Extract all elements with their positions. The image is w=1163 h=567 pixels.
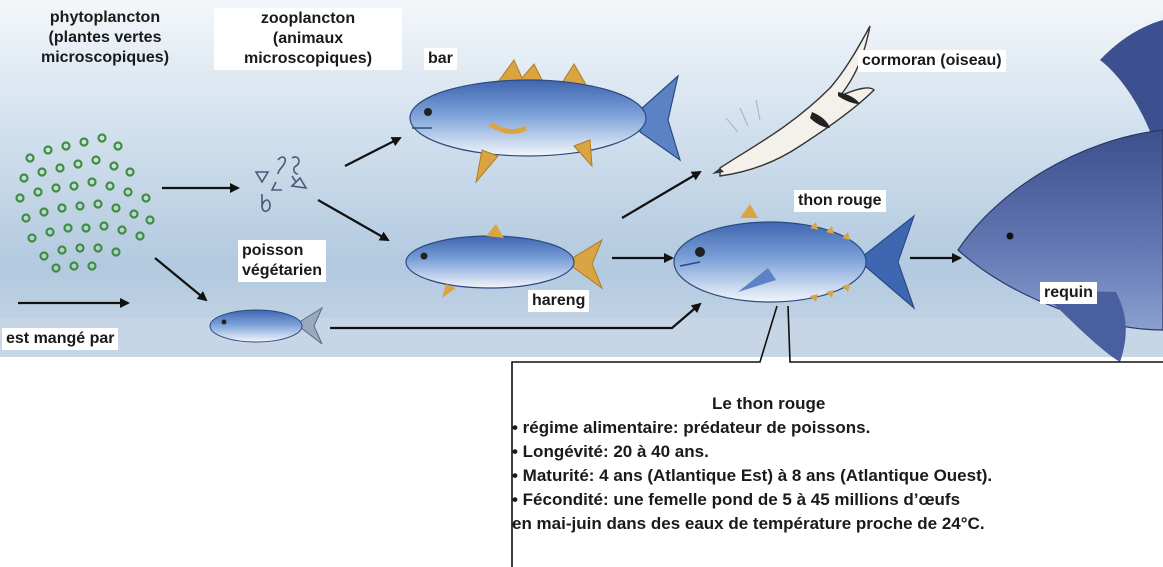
sea-floor-band (0, 318, 1163, 357)
zooplancton-desc-line2: microscopiques) (218, 49, 398, 69)
zooplancton-label: zooplancton (animaux microscopiques) (214, 8, 402, 70)
poisson-label-line2: végétarien (242, 261, 322, 281)
zooplancton-desc-line1: (animaux (218, 29, 398, 49)
phytoplancton-name: phytoplancton (10, 8, 200, 28)
info-line: en mai-juin dans des eaux de température… (512, 512, 1163, 536)
info-line: • Maturité: 4 ans (Atlantique Est) à 8 a… (512, 464, 1163, 488)
cormoran-label: cormoran (oiseau) (858, 50, 1006, 72)
bar-label: bar (424, 48, 457, 70)
info-line: • régime alimentaire: prédateur de poiss… (512, 416, 1163, 440)
zooplancton-name: zooplancton (218, 9, 398, 29)
hareng-label: hareng (528, 290, 589, 312)
legend-label: est mangé par (2, 328, 118, 350)
phytoplancton-desc-line2: microscopiques) (10, 48, 200, 68)
poisson-vegetarien-label: poisson végétarien (238, 240, 326, 282)
info-line: • Longévité: 20 à 40 ans. (512, 440, 1163, 464)
info-box-title: Le thon rouge (512, 392, 1163, 416)
thon-rouge-label: thon rouge (794, 190, 886, 212)
info-line: • Fécondité: une femelle pond de 5 à 45 … (512, 488, 1163, 512)
requin-label: requin (1040, 282, 1097, 304)
poisson-label-line1: poisson (242, 241, 322, 261)
phytoplancton-desc-line1: (plantes vertes (10, 28, 200, 48)
thon-rouge-info-box: Le thon rouge • régime alimentaire: préd… (512, 392, 1163, 567)
phytoplancton-label: phytoplancton (plantes vertes microscopi… (10, 8, 200, 68)
